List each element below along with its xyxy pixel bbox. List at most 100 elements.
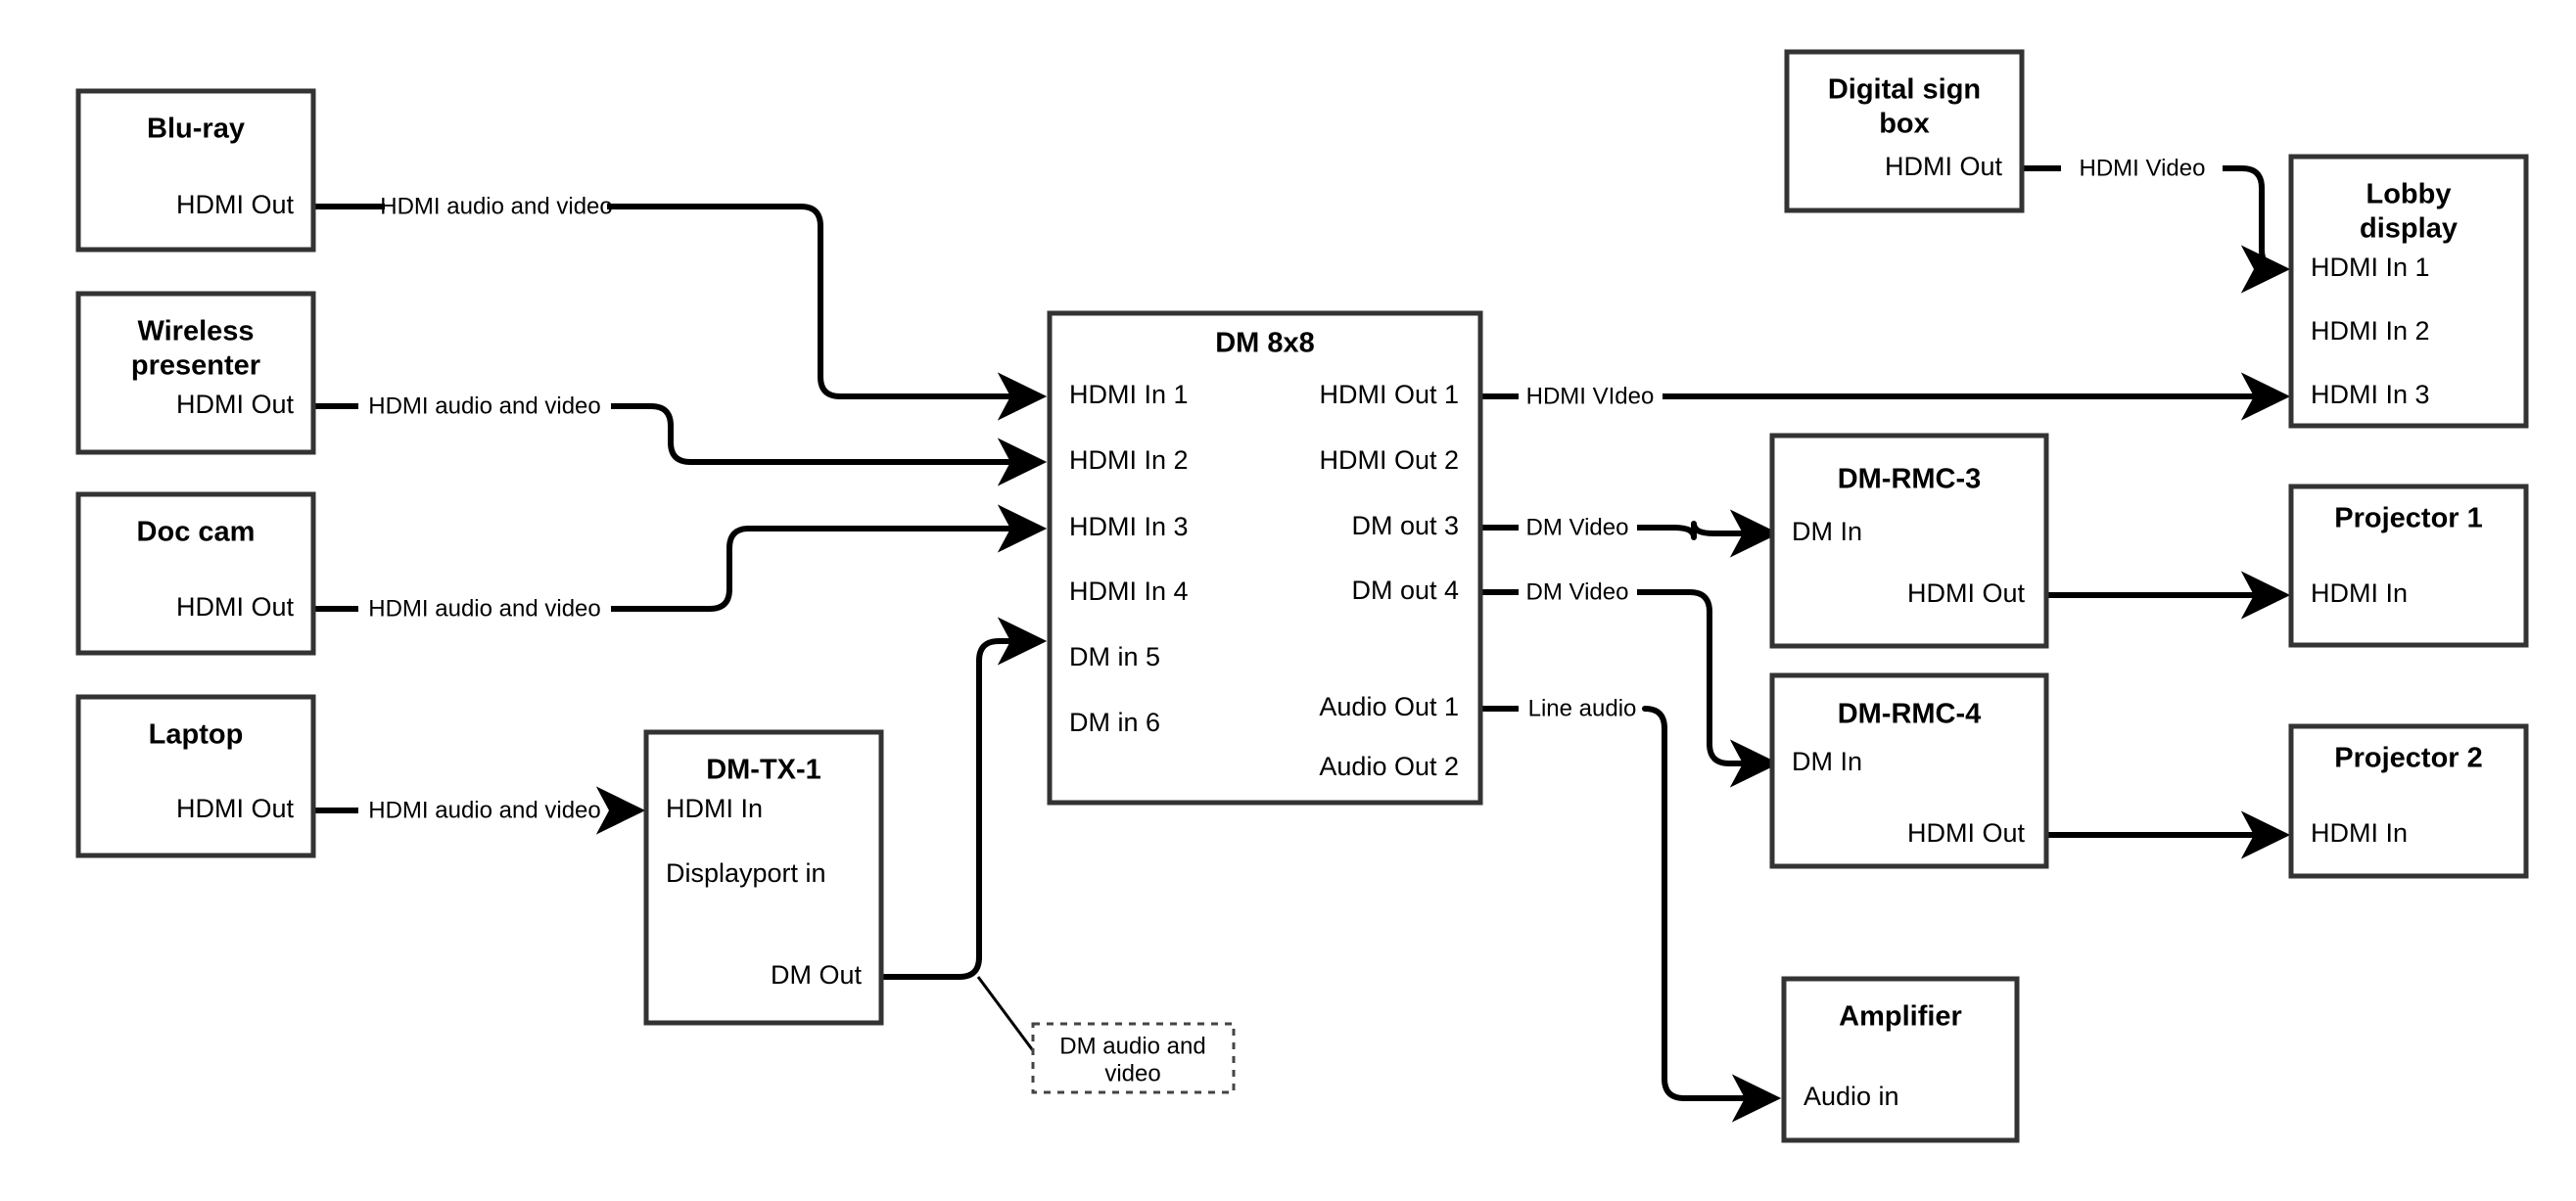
wireless-presenter-title-line2: presenter bbox=[131, 350, 260, 382]
dm-rmc-4-title: DM-RMC-4 bbox=[1838, 699, 1982, 730]
doc-cam-title: Doc cam bbox=[137, 517, 256, 548]
dm-8x8-port-hdmi-out-2: HDMI Out 2 bbox=[1319, 445, 1459, 475]
node-dm-rmc-4[interactable]: DM-RMC-4 DM In HDMI Out bbox=[1769, 672, 2049, 869]
dm-8x8-title: DM 8x8 bbox=[1215, 328, 1315, 359]
doc-cam-box[interactable] bbox=[75, 491, 316, 656]
edge-label-dmout4: DM Video bbox=[1526, 578, 1629, 605]
link-path-dmtx1 bbox=[881, 617, 1048, 980]
node-projector-1[interactable]: Projector 1 HDMI In bbox=[2288, 484, 2529, 648]
callout-dm-audio-and-video: DM audio and video bbox=[1031, 1022, 1236, 1094]
link-dm8x8-out3-to-rmc3: DM Video bbox=[1480, 509, 1780, 558]
edge-label-bluray: HDMI audio and video bbox=[380, 193, 612, 219]
edge-label-digitalsign: HDMI Video bbox=[2080, 155, 2206, 181]
dm-rmc-3-title: DM-RMC-3 bbox=[1838, 464, 1982, 495]
dm-rmc-4-port-dm-in: DM In bbox=[1792, 747, 1862, 776]
link-digitalsign-to-lobby: HDMI Video bbox=[2022, 155, 2291, 294]
lobby-display-port-hdmi-in-3: HDMI In 3 bbox=[2311, 380, 2430, 409]
link-path-audioout1 bbox=[1642, 706, 1782, 1123]
node-dm-8x8[interactable]: DM 8x8 HDMI In 1 HDMI In 2 HDMI In 3 HDM… bbox=[1047, 310, 1483, 806]
lobby-display-box[interactable] bbox=[2288, 154, 2529, 429]
link-path-bluray bbox=[607, 204, 1048, 421]
dm-tx-1-port-dm-out: DM Out bbox=[771, 960, 863, 990]
digital-sign-port-hdmi-out: HDMI Out bbox=[1885, 152, 2003, 181]
bluray-box[interactable] bbox=[75, 88, 316, 253]
lobby-display-port-hdmi-in-1: HDMI In 1 bbox=[2311, 253, 2430, 282]
wireless-presenter-box[interactable] bbox=[75, 291, 316, 455]
amplifier-title: Amplifier bbox=[1839, 1001, 1962, 1033]
dm-8x8-port-dm-out-3: DM out 3 bbox=[1351, 511, 1459, 540]
lobby-display-port-hdmi-in-2: HDMI In 2 bbox=[2311, 316, 2430, 346]
link-path-dmout3 bbox=[1637, 509, 1780, 558]
dm-8x8-port-hdmi-in-3: HDMI In 3 bbox=[1069, 512, 1189, 541]
dm-8x8-port-dm-in-5: DM in 5 bbox=[1069, 642, 1160, 671]
node-laptop[interactable]: Laptop HDMI Out bbox=[75, 694, 316, 858]
dm-rmc-4-box[interactable] bbox=[1769, 672, 2049, 869]
edge-label-doccam: HDMI audio and video bbox=[368, 595, 600, 622]
amplifier-port-audio-in: Audio in bbox=[1803, 1082, 1899, 1111]
link-laptop-to-dmtx1: HDMI audio and video bbox=[313, 786, 646, 835]
digital-sign-box[interactable] bbox=[1784, 49, 2025, 213]
dm-audio-video-callout-line2: video bbox=[1104, 1060, 1160, 1086]
link-path-doccam bbox=[611, 504, 1048, 612]
dm-rmc-3-box[interactable] bbox=[1769, 433, 2049, 649]
projector-1-port-hdmi-in: HDMI In bbox=[2311, 578, 2408, 608]
edge-label-audioout1: Line audio bbox=[1528, 695, 1637, 721]
dm-8x8-port-hdmi-out-1: HDMI Out 1 bbox=[1319, 380, 1459, 409]
dm-8x8-port-dm-out-4: DM out 4 bbox=[1351, 576, 1459, 605]
dm-8x8-box[interactable] bbox=[1047, 310, 1483, 806]
laptop-port-hdmi-out: HDMI Out bbox=[176, 794, 295, 823]
node-amplifier[interactable]: Amplifier Audio in bbox=[1781, 976, 2020, 1143]
laptop-title: Laptop bbox=[149, 719, 244, 751]
link-dmtx1-to-dm8x8 bbox=[881, 617, 1048, 1054]
projector-1-box[interactable] bbox=[2288, 484, 2529, 648]
link-dm8x8-out4-to-rmc4: DM Video bbox=[1480, 578, 1780, 788]
dm-8x8-port-hdmi-in-4: HDMI In 4 bbox=[1069, 577, 1189, 606]
node-wireless-presenter[interactable]: Wireless presenter HDMI Out bbox=[75, 291, 316, 455]
dm-rmc-4-port-hdmi-out: HDMI Out bbox=[1907, 818, 2026, 848]
dm-tx-1-box[interactable] bbox=[643, 729, 884, 1026]
wireless-presenter-port-hdmi-out: HDMI Out bbox=[176, 390, 295, 419]
dm-tx-1-port-displayport-in: Displayport in bbox=[666, 858, 826, 888]
node-doc-cam[interactable]: Doc cam HDMI Out bbox=[75, 491, 316, 656]
link-bluray-to-dm8x8: HDMI audio and video bbox=[313, 193, 1048, 421]
digital-sign-title-line1: Digital sign bbox=[1828, 74, 1981, 106]
link-dm8x8-hdmiout1-to-lobby: HDMI VIdeo bbox=[1480, 372, 2291, 421]
node-digital-sign-box[interactable]: Digital sign box HDMI Out bbox=[1784, 49, 2025, 213]
digital-sign-title-line2: box bbox=[1879, 109, 1930, 140]
projector-1-title: Projector 1 bbox=[2334, 503, 2483, 534]
edge-label-wireless: HDMI audio and video bbox=[368, 393, 600, 419]
link-doccam-to-dm8x8: HDMI audio and video bbox=[313, 504, 1048, 622]
dm-audio-video-callout-box bbox=[1031, 1022, 1236, 1094]
node-lobby-display[interactable]: Lobby display HDMI In 1 HDMI In 2 HDMI I… bbox=[2288, 154, 2529, 429]
wireless-presenter-title-line1: Wireless bbox=[137, 316, 254, 347]
dm-8x8-port-dm-in-6: DM in 6 bbox=[1069, 708, 1160, 737]
projector-2-box[interactable] bbox=[2288, 723, 2529, 879]
projector-2-title: Projector 2 bbox=[2334, 743, 2483, 774]
node-dm-rmc-3[interactable]: DM-RMC-3 DM In HDMI Out bbox=[1769, 433, 2049, 649]
link-path-dmout4 bbox=[1637, 589, 1780, 788]
projector-2-port-hdmi-in: HDMI In bbox=[2311, 818, 2408, 848]
link-path-digitalsign bbox=[2223, 165, 2291, 294]
node-projector-2[interactable]: Projector 2 HDMI In bbox=[2288, 723, 2529, 879]
lobby-display-title-line2: display bbox=[2360, 213, 2458, 245]
dm-8x8-port-audio-out-1: Audio Out 1 bbox=[1319, 692, 1459, 721]
node-bluray[interactable]: Blu-ray HDMI Out bbox=[75, 88, 316, 253]
node-dm-tx-1[interactable]: DM-TX-1 HDMI In Displayport in DM Out bbox=[643, 729, 884, 1026]
dm-8x8-port-hdmi-in-2: HDMI In 2 bbox=[1069, 445, 1189, 475]
dm-rmc-3-port-hdmi-out: HDMI Out bbox=[1907, 578, 2026, 608]
bluray-port-hdmi-out: HDMI Out bbox=[176, 190, 295, 219]
edge-label-dmout3: DM Video bbox=[1526, 514, 1629, 540]
bluray-title: Blu-ray bbox=[147, 114, 245, 145]
link-wireless-to-dm8x8: HDMI audio and video bbox=[313, 393, 1048, 486]
edge-label-laptop: HDMI audio and video bbox=[368, 797, 600, 823]
dm-tx-1-port-hdmi-in: HDMI In bbox=[666, 794, 763, 823]
laptop-box[interactable] bbox=[75, 694, 316, 858]
link-path-wireless bbox=[611, 403, 1048, 486]
callout-leader-line bbox=[976, 976, 1037, 1054]
dm-rmc-3-port-dm-in: DM In bbox=[1792, 517, 1862, 546]
dm-8x8-port-audio-out-2: Audio Out 2 bbox=[1319, 752, 1459, 781]
edge-label-hdmiout1: HDMI VIdeo bbox=[1526, 383, 1655, 409]
amplifier-box[interactable] bbox=[1781, 976, 2020, 1143]
